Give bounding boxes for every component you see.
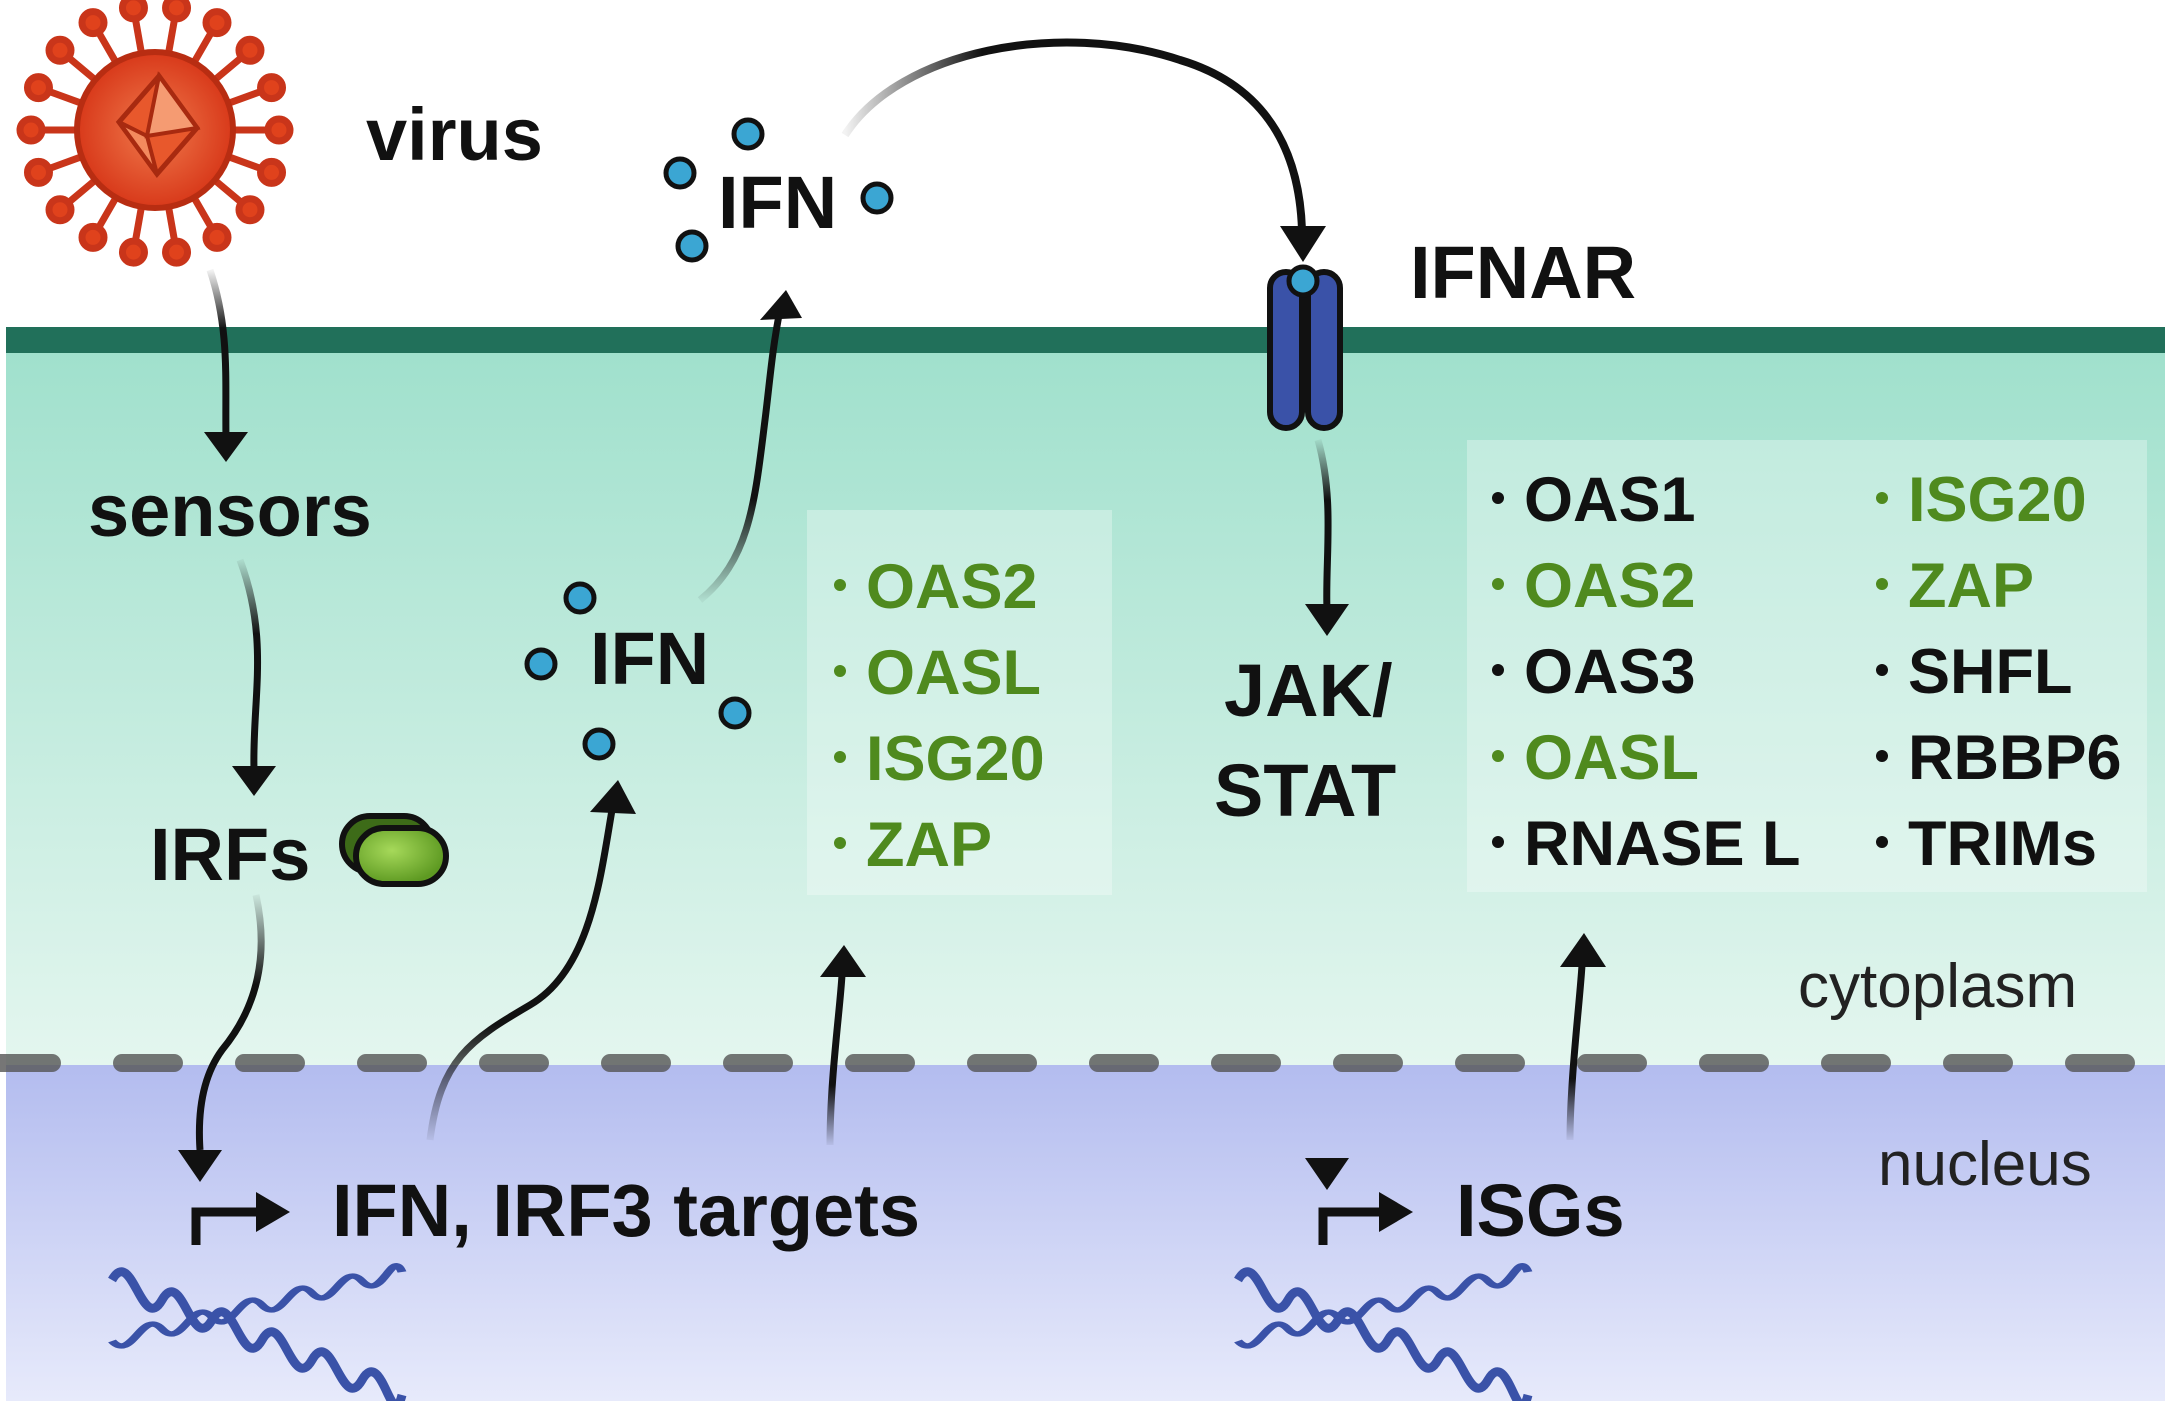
gene-item: RBBP6 bbox=[1876, 715, 2122, 801]
bullet-icon bbox=[1876, 578, 1888, 591]
bullet-icon bbox=[1492, 492, 1504, 505]
irf-protein-icon bbox=[339, 813, 449, 887]
arrow-ifnar-to-jak bbox=[1314, 439, 1332, 611]
promoter-arrow-icon bbox=[191, 1207, 262, 1245]
bullet-icon bbox=[834, 665, 846, 678]
sensors-label: sensors bbox=[88, 469, 372, 552]
stat-label: STAT bbox=[1214, 749, 1397, 832]
virus-icon bbox=[16, 0, 294, 267]
arrow-dna-to-ifn bbox=[426, 809, 616, 1141]
gene-item: OAS2 bbox=[834, 544, 1045, 630]
gene-item: OASL bbox=[1492, 715, 1801, 801]
arrow-ifn-to-outside bbox=[697, 309, 784, 603]
gene-name: SHFL bbox=[1908, 637, 2073, 707]
gene-item: ZAP bbox=[1876, 543, 2122, 629]
bullet-icon bbox=[1492, 836, 1504, 849]
gene-name: OAS2 bbox=[866, 552, 1038, 622]
gene-name: RBBP6 bbox=[1908, 723, 2122, 793]
jak-label: JAK/ bbox=[1224, 649, 1393, 732]
gene-item: RNASE L bbox=[1492, 801, 1801, 887]
gene-name: TRIMs bbox=[1908, 809, 2097, 879]
gene-name: OAS2 bbox=[1524, 551, 1696, 621]
arrow-ifn-to-ifnar bbox=[841, 38, 1306, 231]
nucleus-label: nucleus bbox=[1878, 1130, 2092, 1199]
plasma-membrane bbox=[6, 327, 2165, 353]
ifn-targets-label: IFN, IRF3 targets bbox=[332, 1169, 920, 1252]
cytoplasm-region bbox=[6, 340, 2165, 1065]
ifn-outer-label: IFN bbox=[718, 161, 838, 244]
gene-name: ZAP bbox=[866, 810, 992, 880]
receptor-icon bbox=[1267, 264, 1343, 431]
gene-box-1-bg bbox=[807, 510, 1112, 895]
bullet-icon bbox=[1876, 836, 1888, 849]
bullet-icon bbox=[1876, 750, 1888, 763]
bullet-icon bbox=[1492, 750, 1504, 763]
gene-name: RNASE L bbox=[1524, 809, 1801, 879]
arrow-isgs-to-box2 bbox=[1566, 964, 1586, 1141]
gene-box-2-bg bbox=[1467, 440, 2147, 892]
gene-item: SHFL bbox=[1876, 629, 2122, 715]
arrow-sensors-to-irfs bbox=[236, 558, 262, 771]
gene-name: ISG20 bbox=[866, 724, 1045, 794]
bullet-icon bbox=[834, 579, 846, 592]
bullet-icon bbox=[834, 837, 846, 850]
ifn-inner-label: IFN bbox=[590, 617, 710, 700]
gene-item: ISG20 bbox=[834, 716, 1045, 802]
arrow-targets-to-box1 bbox=[826, 974, 846, 1146]
cytoplasm-label: cytoplasm bbox=[1798, 952, 2078, 1021]
gene-item: OAS3 bbox=[1492, 629, 1801, 715]
gene-name: OAS3 bbox=[1524, 637, 1696, 707]
virus-label: virus bbox=[366, 93, 543, 176]
gene-item: OAS2 bbox=[1492, 543, 1801, 629]
gene-item: OAS1 bbox=[1492, 457, 1801, 543]
gene-item: ZAP bbox=[834, 802, 1045, 888]
ifn-molecules-outside bbox=[663, 117, 894, 263]
gene-item: TRIMs bbox=[1876, 801, 2122, 887]
dna-helix-icon bbox=[108, 1263, 407, 1401]
bullet-icon bbox=[1492, 578, 1504, 591]
nucleus-region bbox=[6, 1065, 2165, 1401]
promoter-arrow-icon bbox=[1318, 1207, 1385, 1245]
arrow-irfs-to-dna bbox=[195, 894, 265, 1151]
gene-name: ZAP bbox=[1908, 551, 2034, 621]
irfs-label: IRFs bbox=[150, 813, 311, 896]
gene-item: OASL bbox=[834, 630, 1045, 716]
bullet-icon bbox=[1492, 664, 1504, 677]
bullet-icon bbox=[1876, 492, 1888, 505]
gene-name: OASL bbox=[1524, 723, 1700, 793]
ifn-molecules-inside bbox=[524, 581, 752, 761]
ifnar-label: IFNAR bbox=[1410, 231, 1637, 314]
bullet-icon bbox=[1876, 664, 1888, 677]
arrow-virus-to-sensors bbox=[206, 268, 230, 441]
dna-helix-icon bbox=[1234, 1263, 1533, 1401]
gene-name: OASL bbox=[866, 638, 1042, 708]
gene-item: ISG20 bbox=[1876, 457, 2122, 543]
gene-name: ISG20 bbox=[1908, 465, 2087, 535]
bullet-icon bbox=[834, 751, 846, 764]
gene-name: OAS1 bbox=[1524, 465, 1696, 535]
isgs-label: ISGs bbox=[1456, 1169, 1625, 1252]
